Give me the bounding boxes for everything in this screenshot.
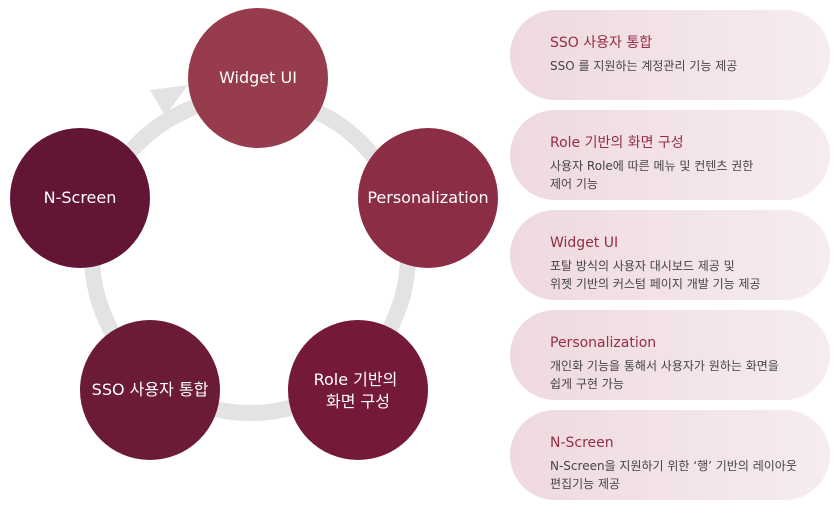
feature-desc: 사용자 Role에 따른 메뉴 및 컨텐츠 권한 제어 기능	[550, 157, 810, 193]
feature-title: Role 기반의 화면 구성	[550, 135, 684, 151]
feature-card-personalization: Personalization 개인화 기능을 통해서 사용자가 원하는 화면을…	[510, 310, 830, 400]
feature-card-sso: SSO 사용자 통합 SSO 를 지원하는 계정관리 기능 제공	[510, 10, 830, 100]
cycle-node-role: Role 기반의 화면 구성	[288, 320, 428, 460]
feature-desc-line: N-Screen을 지원하기 위한 ‘행’ 기반의 레이아웃	[550, 459, 797, 473]
cycle-diagram: Widget UI Personalization Role 기반의 화면 구성…	[10, 8, 498, 460]
cycle-node-widget-ui: Widget UI	[188, 8, 328, 148]
feature-desc-line: 사용자 Role에 따른 메뉴 및 컨텐츠 권한	[550, 159, 754, 173]
feature-desc-line: 위젯 기반의 커스텀 페이지 개발 기능 제공	[550, 277, 761, 291]
feature-card-role: Role 기반의 화면 구성 사용자 Role에 따른 메뉴 및 컨텐츠 권한 …	[510, 110, 830, 200]
node-circle	[80, 320, 220, 460]
node-label: N-Screen	[44, 188, 117, 207]
feature-desc-line: 편집기능 제공	[550, 477, 621, 491]
node-label: Widget UI	[219, 68, 297, 87]
cycle-arrow-head	[150, 85, 188, 116]
node-label: Role 기반의 화면 구성	[314, 370, 403, 411]
feature-card-n-screen: N-Screen N-Screen을 지원하기 위한 ‘행’ 기반의 레이아웃 …	[510, 410, 830, 500]
feature-desc-line: 개인화 기능을 통해서 사용자가 원하는 화면을	[550, 359, 779, 373]
feature-card-widget-ui: Widget UI 포탈 방식의 사용자 대시보드 제공 및 위젯 기반의 커스…	[510, 210, 830, 300]
feature-title: Personalization	[550, 335, 657, 351]
feature-desc: 포탈 방식의 사용자 대시보드 제공 및 위젯 기반의 커스텀 페이지 개발 기…	[550, 257, 810, 293]
node-circle	[188, 8, 328, 148]
node-label: Personalization	[367, 188, 488, 207]
node-circle	[10, 128, 150, 268]
feature-desc-line: 포탈 방식의 사용자 대시보드 제공 및	[550, 259, 735, 273]
feature-desc: SSO 를 지원하는 계정관리 기능 제공	[550, 57, 810, 75]
feature-desc-line: SSO 를 지원하는 계정관리 기능 제공	[550, 59, 738, 73]
feature-title: N-Screen	[550, 435, 614, 451]
feature-list: SSO 사용자 통합 SSO 를 지원하는 계정관리 기능 제공 Role 기반…	[510, 10, 830, 510]
cycle-node-personalization: Personalization	[358, 128, 498, 268]
feature-desc-line: 쉽게 구현 가능	[550, 377, 624, 391]
node-circle	[358, 128, 498, 268]
cycle-nodes: Widget UI Personalization Role 기반의 화면 구성…	[10, 8, 498, 460]
cycle-node-n-screen: N-Screen	[10, 128, 150, 268]
feature-desc: 개인화 기능을 통해서 사용자가 원하는 화면을 쉽게 구현 가능	[550, 357, 810, 393]
feature-title: Widget UI	[550, 235, 619, 251]
node-circle	[288, 320, 428, 460]
feature-desc-line: 제어 기능	[550, 177, 598, 191]
cycle-node-sso: SSO 사용자 통합	[80, 320, 220, 460]
feature-title: SSO 사용자 통합	[550, 35, 653, 51]
node-label: SSO 사용자 통합	[92, 380, 209, 399]
feature-desc: N-Screen을 지원하기 위한 ‘행’ 기반의 레이아웃 편집기능 제공	[550, 457, 810, 493]
